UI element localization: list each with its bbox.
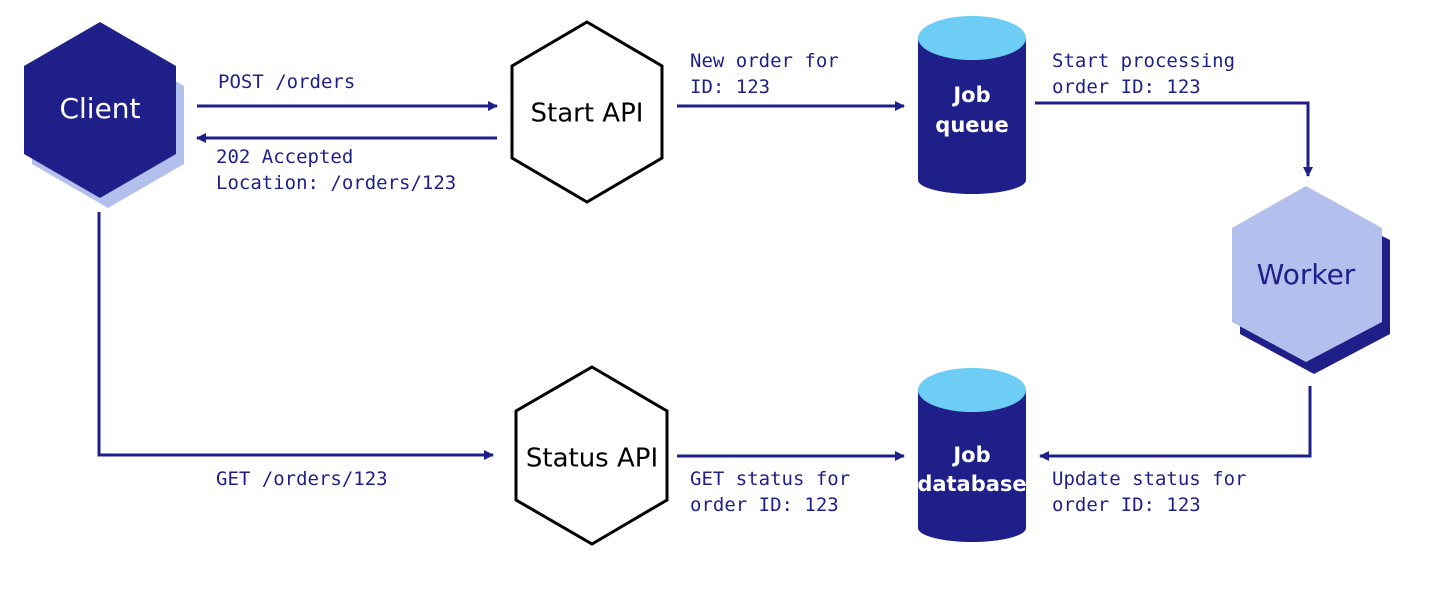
- client-node-shape: [24, 22, 176, 198]
- start-processing-label-line1: Start processing: [1052, 50, 1235, 72]
- post-orders-label: POST /orders: [218, 71, 355, 93]
- job-queue-label-line2: queue: [935, 113, 1008, 137]
- get-orders-arrow: [97, 212, 494, 460]
- start-api-label: Start API: [531, 99, 644, 129]
- worker-label: Worker: [1257, 258, 1356, 291]
- accepted-label-line2: Location: /orders/123: [216, 172, 456, 194]
- status-api-label: Status API: [526, 444, 658, 474]
- update-status-label-line1: Update status for: [1052, 468, 1246, 490]
- get-orders-label: GET /orders/123: [216, 468, 388, 490]
- start-processing-arrow: [1035, 101, 1313, 177]
- job-queue-body: [918, 38, 1026, 180]
- get-status-label-line1: GET status for: [690, 468, 850, 490]
- job-database-top: [918, 368, 1026, 412]
- job-database-body: [918, 390, 1026, 528]
- get-status-label-line2: order ID: 123: [690, 494, 839, 516]
- client-label: Client: [59, 92, 140, 125]
- update-status-arrow: [1039, 386, 1312, 461]
- job-database-label-line2: database: [917, 472, 1026, 496]
- job-database-node: Job database: [917, 368, 1027, 542]
- start-api-node: Start API: [510, 20, 664, 204]
- status-api-node-shape: [514, 365, 669, 546]
- job-database-label-line1: Job: [951, 443, 990, 467]
- new-order-label-line1: New order for: [690, 50, 839, 72]
- status-api-node: Status API: [514, 365, 669, 546]
- worker-node: Worker: [1232, 186, 1390, 374]
- new-order-label-line2: ID: 123: [690, 76, 770, 98]
- worker-node-shape: [1232, 186, 1382, 362]
- start-api-node-shape: [510, 20, 664, 204]
- edge-labels: POST /orders 202 Accepted Location: /ord…: [216, 50, 1246, 516]
- job-database-bottom: [918, 514, 1026, 542]
- job-queue-bottom: [918, 166, 1026, 194]
- accepted-label-line1: 202 Accepted: [216, 146, 353, 168]
- job-queue-node: Job queue: [918, 16, 1026, 194]
- start-processing-label-line2: order ID: 123: [1052, 76, 1201, 98]
- job-queue-label-line1: Job: [951, 83, 990, 107]
- client-node: Client: [24, 22, 184, 208]
- job-queue-top: [918, 16, 1026, 60]
- update-status-label-line2: order ID: 123: [1052, 494, 1201, 516]
